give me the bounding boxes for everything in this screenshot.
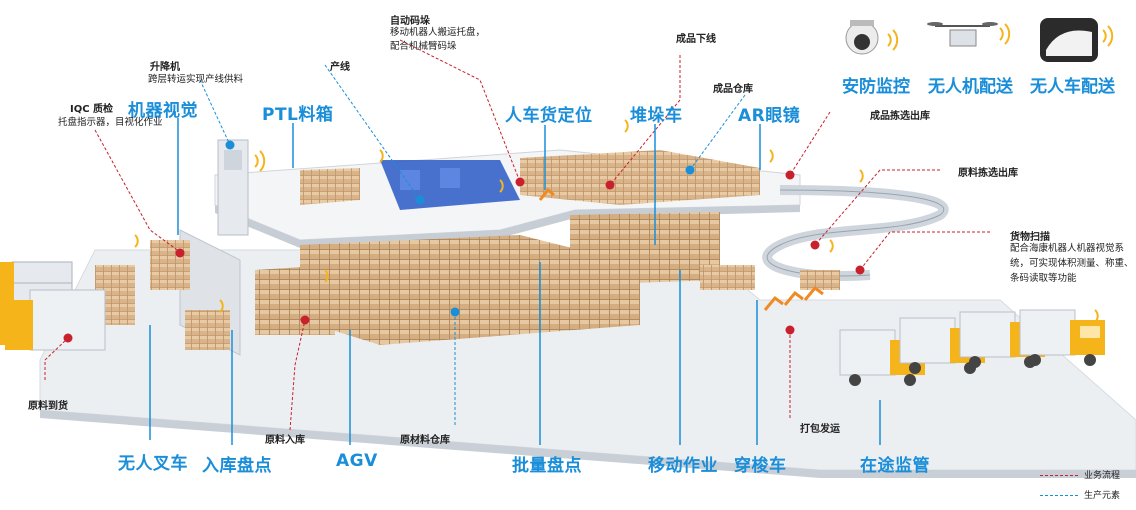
ar-glasses-label: AR眼镜 xyxy=(738,106,801,126)
auto-stacking-title: 自动码垛 xyxy=(390,16,430,27)
ptl-bin-label: PTL料箱 xyxy=(262,105,334,125)
legend-flow-line xyxy=(1040,475,1078,476)
stacker-label: 堆垛车 xyxy=(630,106,683,126)
raw-material-racks xyxy=(300,235,640,345)
agv-label: AGV xyxy=(336,451,378,471)
security-monitoring-label: 安防监控 xyxy=(842,77,910,97)
production-line-label: 产线 xyxy=(330,62,350,73)
marker-dots xyxy=(63,140,865,343)
finished-sort-label: 成品拣选出库 xyxy=(870,111,930,122)
in-transit-monitoring-label: 在途监管 xyxy=(860,456,930,476)
arrival-trucks xyxy=(0,261,106,351)
raw-material-warehouse-label: 原材料仓库 xyxy=(400,435,450,446)
finished-offline-label: 成品下线 xyxy=(676,34,716,45)
shipping-trucks xyxy=(839,309,1105,386)
shuttle-label: 穿梭车 xyxy=(734,456,787,476)
cargo-scan-desc-2: 统，可实现体积测量、称重、 xyxy=(1010,258,1134,269)
unmanned-vehicle-delivery-label: 无人车配送 xyxy=(1030,77,1115,97)
legend-business-flow: 业务流程 xyxy=(1040,468,1120,481)
mobile-operation-label: 移动作业 xyxy=(648,456,718,476)
auto-stacking-desc-1: 移动机器人搬运托盘， xyxy=(390,27,486,38)
label-arrows xyxy=(149,118,881,445)
drone-icon xyxy=(927,22,998,47)
element-leaders xyxy=(199,64,746,425)
batch-count-label: 批量盘点 xyxy=(512,456,582,476)
iqc-title: IQC 质检 xyxy=(70,104,114,115)
cargo-scan-desc-1: 配合海康机器人机器视觉系 xyxy=(1010,243,1125,254)
unmanned-forklift-label: 无人叉车 xyxy=(118,454,188,474)
legend-production-element: 生产元素 xyxy=(1040,488,1120,501)
legend-flow-text: 业务流程 xyxy=(1084,471,1121,481)
finished-goods-stock xyxy=(520,150,760,205)
cargo-scan-desc-3: 条码读取等功能 xyxy=(1010,273,1077,284)
auto-stacking-desc-2: 配合机械臂码垛 xyxy=(390,41,457,52)
lift-title: 升降机 xyxy=(150,62,180,73)
signal-icons xyxy=(134,23,1114,323)
finished-warehouse-label: 成品仓库 xyxy=(713,84,753,95)
raw-inbound-label: 原料入库 xyxy=(265,435,305,446)
legend-element-line xyxy=(1040,495,1078,496)
raw-arrival-label: 原料到货 xyxy=(28,401,68,412)
flow-leaders xyxy=(44,39,990,431)
iqc-desc: 托盘指示器，目视化作业 xyxy=(58,117,163,128)
lift-desc: 跨层转运实现产线供料 xyxy=(148,74,244,85)
raw-sort-label: 原料拣选出库 xyxy=(958,168,1018,179)
person-goods-positioning-label: 人车货定位 xyxy=(505,106,593,126)
robot-arms xyxy=(538,187,824,311)
security-camera-icon xyxy=(845,20,879,55)
drone-delivery-label: 无人机配送 xyxy=(928,77,1013,97)
autonomous-vehicle-icon xyxy=(1040,18,1098,62)
cargo-scan-title: 货物扫描 xyxy=(1010,232,1050,243)
legend-element-text: 生产元素 xyxy=(1084,491,1121,501)
machine-vision-label: 机器视觉 xyxy=(128,101,198,121)
pack-ship-label: 打包发运 xyxy=(800,424,840,435)
inbound-count-label: 入库盘点 xyxy=(202,456,272,476)
